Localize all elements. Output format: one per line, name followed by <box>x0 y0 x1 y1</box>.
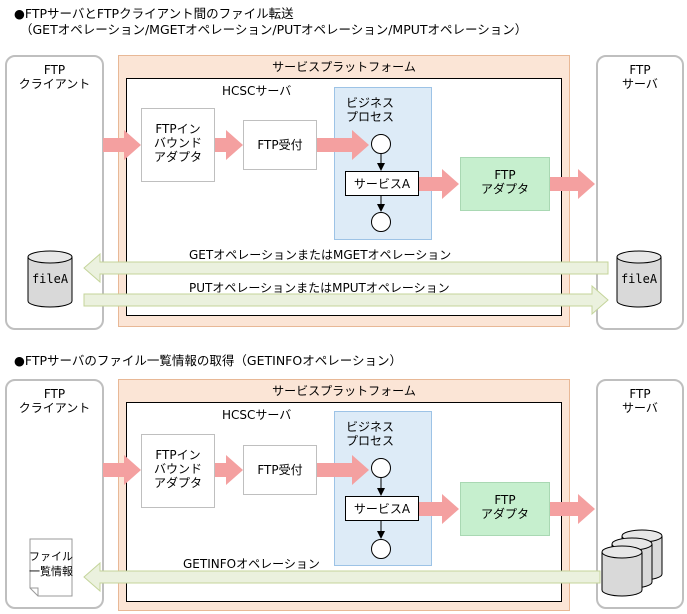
ftp-adapter: FTP アダプタ <box>460 157 550 211</box>
inbound-adapter-label-2: バウンド <box>153 136 202 150</box>
flow-arrow <box>550 494 595 524</box>
ftp-client-label: FTP <box>43 63 66 77</box>
ftp-adapter-label-1: FTP <box>494 168 516 182</box>
flow-arrow <box>419 169 459 199</box>
ftp-client-box: FTP クライアント <box>5 379 104 609</box>
server-database-stack-icon <box>601 529 663 597</box>
ftp-reception-label: FTP受付 <box>257 138 303 152</box>
ftp-adapter-label-1: FTP <box>494 493 516 507</box>
ftp-reception: FTP受付 <box>243 445 317 495</box>
service-a-label: サービスA <box>353 502 411 516</box>
inbound-adapter-label-3: アダプタ <box>153 150 202 164</box>
client-file-label: fileA <box>32 272 69 286</box>
inbound-adapter-label-1: FTPイン <box>155 448 201 462</box>
business-process-label-2: プロセス <box>345 110 394 124</box>
section2-heading: ●FTPサーバのファイル一覧情報の取得（GETINFOオペレーション） <box>14 353 402 368</box>
get-transfer-arrow <box>83 252 609 284</box>
inbound-adapter-label-1: FTPイン <box>155 122 201 136</box>
ftp-server-label-2: サーバ <box>622 77 658 91</box>
ftp-client-label-2: クライアント <box>18 401 91 415</box>
ftp-server-label-2: サーバ <box>622 401 658 415</box>
ftp-client-label-2: クライアント <box>18 77 91 91</box>
service-a-label: サービスA <box>353 177 411 191</box>
server-file-label: fileA <box>621 272 658 286</box>
put-operation-label: PUTオペレーションまたはMPUTオペレーション <box>189 281 450 295</box>
flow-arrow <box>103 455 141 485</box>
business-process-label-2: プロセス <box>345 434 394 448</box>
flow-arrow <box>317 130 369 160</box>
flow-arrow <box>550 169 595 199</box>
business-process-label-1: ビジネス <box>345 420 394 434</box>
ftp-inbound-adapter: FTPイン バウンド アダプタ <box>141 108 215 182</box>
ftp-adapter-label-2: アダプタ <box>480 507 529 521</box>
ftp-adapter-label-2: アダプタ <box>480 182 529 196</box>
ftp-server-label: FTP <box>629 387 651 401</box>
flow-arrow <box>317 455 369 485</box>
getinfo-transfer-arrow <box>83 561 601 593</box>
ftp-server-label: FTP <box>629 63 651 77</box>
file-list-document-icon <box>29 538 73 597</box>
process-end-node <box>371 539 391 559</box>
service-platform-label: サービスプラットフォーム <box>272 60 416 74</box>
business-process-label-1: ビジネス <box>345 96 394 110</box>
file-list-label-2: 一覧情報 <box>29 564 73 578</box>
ftp-inbound-adapter: FTPイン バウンド アダプタ <box>141 434 215 508</box>
put-transfer-arrow <box>83 284 609 316</box>
ftp-adapter: FTP アダプタ <box>460 482 550 536</box>
process-start-node <box>371 134 391 154</box>
getinfo-operation-label: GETINFOオペレーション <box>183 557 320 571</box>
client-file-cylinder-icon <box>27 250 73 308</box>
section1-heading: ●FTPサーバとFTPクライアント間のファイル転送 <box>14 6 294 21</box>
service-a: サービスA <box>345 496 419 521</box>
service-platform-label: サービスプラットフォーム <box>272 384 416 398</box>
flow-arrow <box>215 455 243 485</box>
flow-arrow <box>419 494 459 524</box>
inbound-adapter-label-3: アダプタ <box>153 476 202 490</box>
flow-arrow <box>215 130 243 160</box>
process-end-node <box>371 212 391 232</box>
hcsc-server-label: HCSCサーバ <box>222 84 292 98</box>
server-file-cylinder-icon <box>616 250 662 308</box>
section1-subheading: （GETオペレーション/MGETオペレーション/PUTオペレーション/MPUTオ… <box>20 22 528 37</box>
service-a: サービスA <box>345 171 419 196</box>
ftp-reception: FTP受付 <box>243 120 317 170</box>
flow-arrow <box>103 130 141 160</box>
process-start-node <box>371 458 391 478</box>
ftp-reception-label: FTP受付 <box>257 463 303 477</box>
file-list-label-1: ファイル <box>29 550 73 563</box>
hcsc-server-label: HCSCサーバ <box>222 408 292 422</box>
get-operation-label: GETオペレーションまたはMGETオペレーション <box>189 248 452 262</box>
inbound-adapter-label-2: バウンド <box>153 462 202 476</box>
ftp-client-label: FTP <box>43 387 66 401</box>
